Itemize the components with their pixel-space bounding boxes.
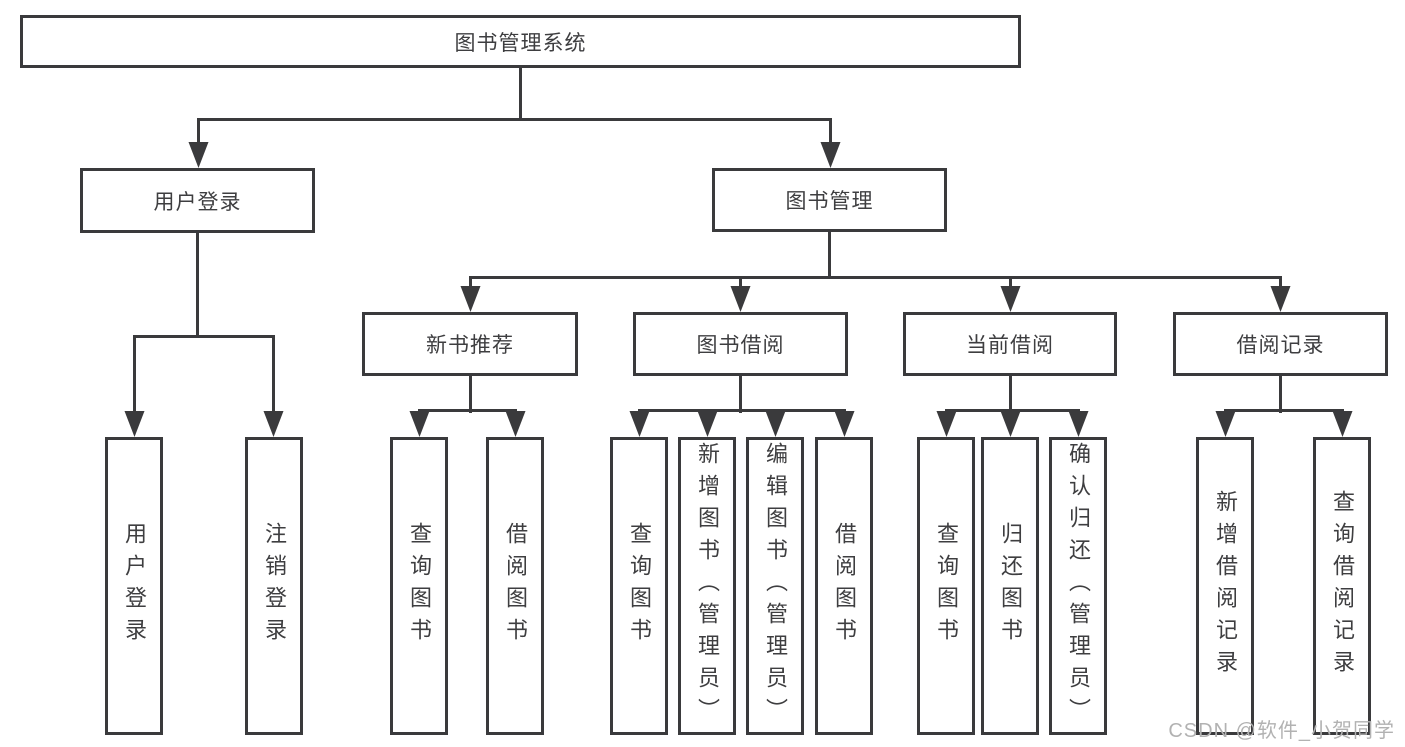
leaf-query-books-3: 查询图书	[917, 437, 975, 735]
leaf-query-books: 查询图书	[390, 437, 448, 735]
node-new-book-recommendation: 新书推荐	[362, 312, 578, 376]
node-label: 新书推荐	[426, 334, 514, 357]
leaf-label: 查询借阅记录	[1330, 490, 1355, 682]
leaf-return-books: 归还图书	[981, 437, 1039, 735]
leaf-query-books-2: 查询图书	[610, 437, 668, 735]
leaf-label: 编辑图书（管理员）	[763, 442, 788, 730]
leaf-label: 查询图书	[407, 522, 432, 650]
node-label: 图书借阅	[696, 334, 785, 357]
node-label: 图书管理系统	[454, 31, 587, 55]
leaf-label: 查询图书	[627, 522, 652, 650]
leaf-query-borrow-record: 查询借阅记录	[1313, 437, 1371, 735]
arrow-head-icons	[124, 142, 1353, 437]
node-library-management-system: 图书管理系统	[20, 15, 1021, 68]
leaf-label: 新增图书（管理员）	[695, 442, 720, 730]
node-user-login: 用户登录	[80, 168, 315, 233]
node-book-management: 图书管理	[712, 168, 947, 232]
node-current-borrowing: 当前借阅	[903, 312, 1117, 376]
leaf-confirm-return-admin: 确认归还（管理员）	[1049, 437, 1107, 735]
leaf-label: 用户登录	[122, 522, 147, 650]
csdn-watermark: CSDN @软件_小贺同学	[1168, 720, 1395, 742]
leaf-label: 借阅图书	[503, 522, 528, 650]
leaf-logout: 注销登录	[245, 437, 303, 735]
leaf-label: 借阅图书	[832, 522, 857, 650]
node-borrowing-records: 借阅记录	[1173, 312, 1388, 376]
leaf-label: 新增借阅记录	[1213, 490, 1238, 682]
leaf-label: 查询图书	[934, 522, 959, 650]
node-label: 图书管理	[785, 190, 874, 213]
node-label: 当前借阅	[966, 334, 1054, 357]
node-label: 用户登录	[153, 190, 242, 214]
node-label: 借阅记录	[1236, 334, 1325, 357]
leaf-label: 确认归还（管理员）	[1066, 442, 1091, 730]
leaf-borrow-books: 借阅图书	[486, 437, 544, 735]
leaf-label: 归还图书	[998, 522, 1023, 650]
leaf-label: 注销登录	[262, 522, 287, 650]
leaf-borrow-books-2: 借阅图书	[815, 437, 873, 735]
leaf-add-book-admin: 新增图书（管理员）	[678, 437, 736, 735]
leaf-add-borrow-record: 新增借阅记录	[1196, 437, 1254, 735]
node-book-borrowing: 图书借阅	[633, 312, 848, 376]
leaf-edit-book-admin: 编辑图书（管理员）	[746, 437, 804, 735]
leaf-user-login: 用户登录	[105, 437, 163, 735]
